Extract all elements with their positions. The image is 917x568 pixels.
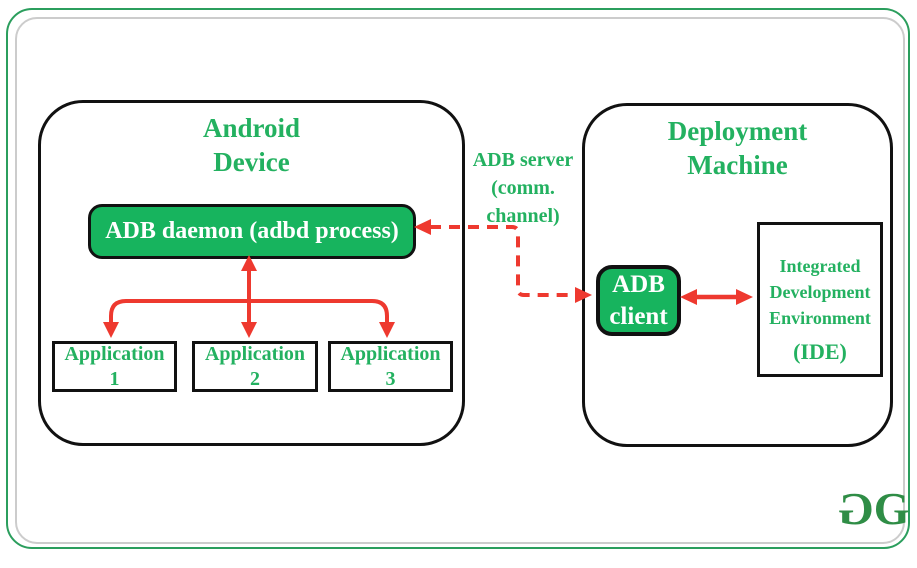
outer-green-frame [6, 8, 910, 549]
deployment-machine-title-line1: Deployment [667, 116, 808, 146]
application-1-number: 1 [109, 367, 120, 390]
adb-client-label-line1: ADB [612, 270, 665, 298]
deployment-machine-title-line2: Machine [687, 150, 788, 180]
adb-daemon-node: ADB daemon (adbd process) [88, 204, 416, 259]
application-3-number: 3 [385, 367, 396, 390]
android-device-title-line2: Device [213, 147, 290, 177]
ide-label-line2: Development [769, 282, 871, 302]
ide-label-line1: Integrated [779, 256, 861, 276]
application-3-label: Application [340, 342, 441, 365]
deployment-machine-box: Deployment Machine ADB client Integrated… [582, 103, 893, 447]
logo-g: G [873, 483, 910, 534]
deployment-machine-title: Deployment Machine [585, 114, 890, 182]
adb-server-label-line3: channel) [486, 205, 560, 227]
application-2-label: Application [204, 342, 306, 365]
application-2-node: Application 2 [192, 341, 318, 392]
geeksforgeeks-logo: GG [841, 483, 910, 534]
ide-acronym-label: (IDE) [793, 339, 847, 364]
adb-client-node: ADB client [596, 265, 681, 336]
adb-daemon-label: ADB daemon (adbd process) [105, 218, 399, 244]
android-device-title-line1: Android [202, 113, 301, 143]
application-1-node: Application 1 [52, 341, 177, 392]
adb-client-label-line2: client [609, 302, 668, 330]
adb-server-label: ADB server (comm. channel) [463, 146, 583, 230]
ide-label-line3: Environment [769, 308, 871, 328]
application-3-node: Application 3 [328, 341, 453, 392]
ide-node: Integrated Development Environment (IDE) [757, 222, 883, 377]
adb-server-label-line2: (comm. [491, 177, 555, 199]
application-1-label: Application [64, 342, 165, 365]
android-device-title: Android Device [41, 111, 462, 179]
android-device-box: Android Device ADB daemon (adbd process)… [38, 100, 465, 446]
application-2-number: 2 [250, 367, 260, 390]
logo-mirrored-g: G [841, 483, 874, 534]
inner-gray-frame [15, 17, 905, 544]
adb-server-label-line1: ADB server [472, 149, 574, 171]
